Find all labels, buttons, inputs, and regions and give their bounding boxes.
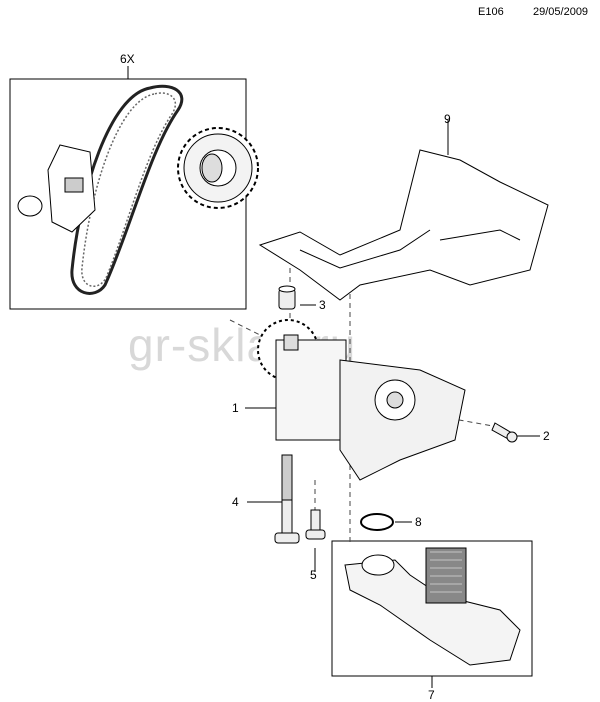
timing-chain <box>70 84 184 295</box>
callout-4: 4 <box>232 495 239 509</box>
oil-pump <box>257 319 466 481</box>
diagram-code: E106 <box>478 6 504 18</box>
chain-sprocket <box>177 127 259 209</box>
callout-3: 3 <box>319 298 326 312</box>
callout-9: 9 <box>444 112 451 126</box>
bushing <box>278 285 296 310</box>
diagram-date: 29/05/2009 <box>533 6 589 18</box>
oil-baffle <box>258 149 549 301</box>
chain-tensioner <box>17 144 96 233</box>
callout-7: 7 <box>428 688 435 702</box>
o-ring <box>360 513 394 531</box>
callout-8: 8 <box>415 515 422 529</box>
bolt-short <box>305 509 326 540</box>
oil-strainer <box>344 547 521 666</box>
callout-2: 2 <box>543 429 550 443</box>
callout-6x: 6X <box>120 52 135 66</box>
bolt-long <box>274 454 300 544</box>
bolt-small <box>491 422 518 443</box>
callout-5: 5 <box>310 568 317 582</box>
callout-1: 1 <box>232 401 239 415</box>
